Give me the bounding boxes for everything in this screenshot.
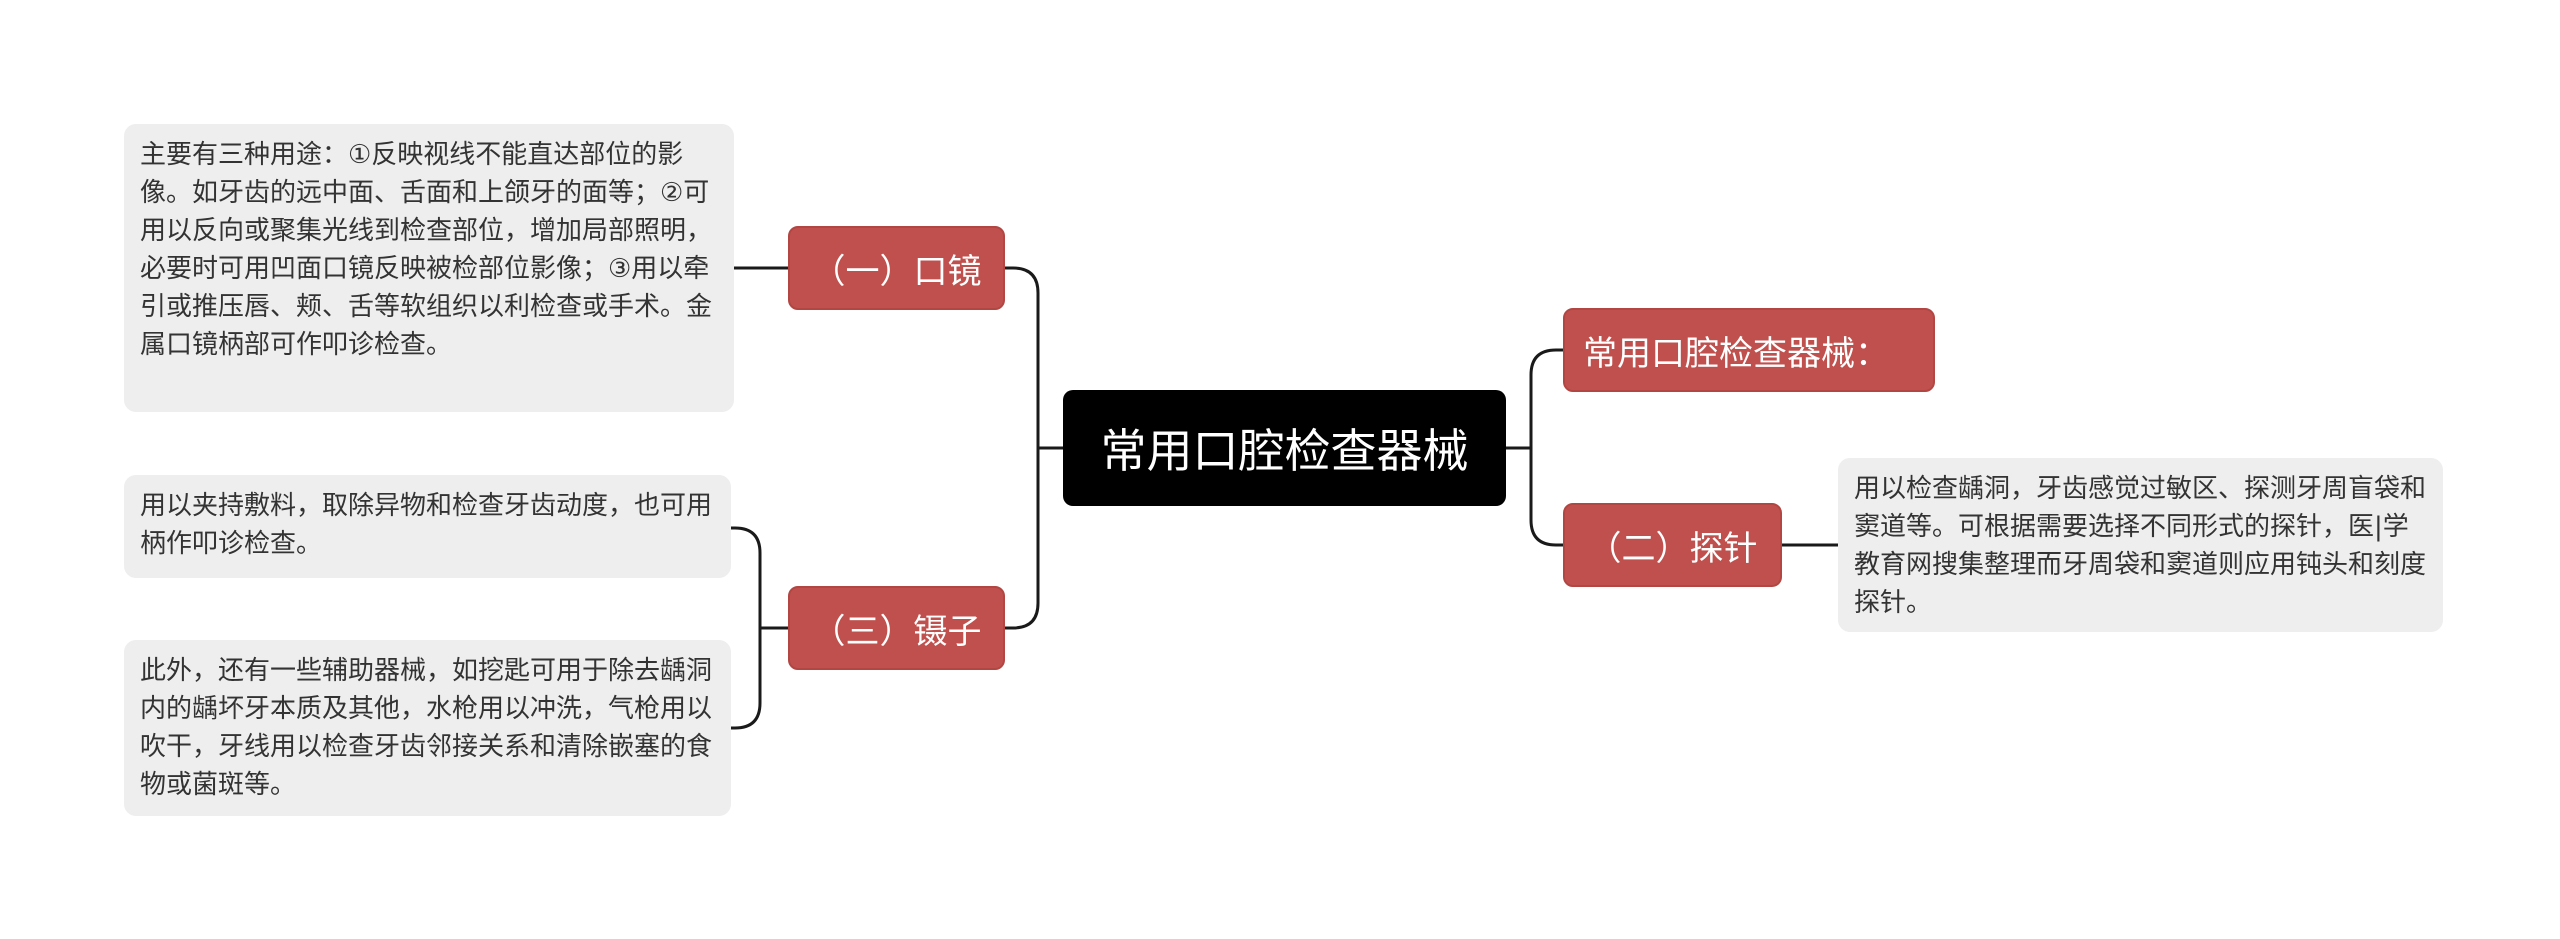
connector-right-spine-upper [1529,348,1565,450]
connector-left-spine-lower [1003,446,1040,630]
leaf-probe-description[interactable]: 用以检查龋洞，牙齿感觉过敏区、探测牙周盲袋和窦道等。可根据需要选择不同形式的探针… [1838,458,2443,632]
leaf-text: 主要有三种用途：①反映视线不能直达部位的影像。如牙齿的远中面、舌面和上颌牙的面等… [140,140,713,360]
root-topic[interactable]: 常用口腔检查器械 [1063,390,1506,506]
branch-heading[interactable]: 常用口腔检查器械： [1563,308,1935,392]
leaf-text: 用以夹持敷料，取除异物和检查牙齿动度，也可用柄作叩诊检查。 [140,491,713,559]
leaf-mirror-description[interactable]: 主要有三种用途：①反映视线不能直达部位的影像。如牙齿的远中面、舌面和上颌牙的面等… [124,124,734,412]
branch-mouth-mirror[interactable]: （一）口镜 [788,226,1005,310]
connector-left-spine [1003,266,1040,450]
leaf-auxiliary-description[interactable]: 此外，还有一些辅助器械，如挖匙可用于除去龋洞内的龋坏牙本质及其他，水枪用以冲洗，… [124,640,731,816]
leaf-text: 用以检查龋洞，牙齿感觉过敏区、探测牙周盲袋和窦道等。可根据需要选择不同形式的探针… [1854,474,2427,618]
leaf-tweezers-description[interactable]: 用以夹持敷料，取除异物和检查牙齿动度，也可用柄作叩诊检查。 [124,475,731,578]
branch-tweezers[interactable]: （三）镊子 [788,586,1005,670]
branch-probe[interactable]: （二）探针 [1563,503,1782,587]
connector-tweezers-upper [729,526,762,630]
leaf-text: 此外，还有一些辅助器械，如挖匙可用于除去龋洞内的龋坏牙本质及其他，水枪用以冲洗，… [140,656,713,800]
connector-right-spine-lower [1529,446,1565,547]
connector-tweezers-lower [729,626,762,730]
